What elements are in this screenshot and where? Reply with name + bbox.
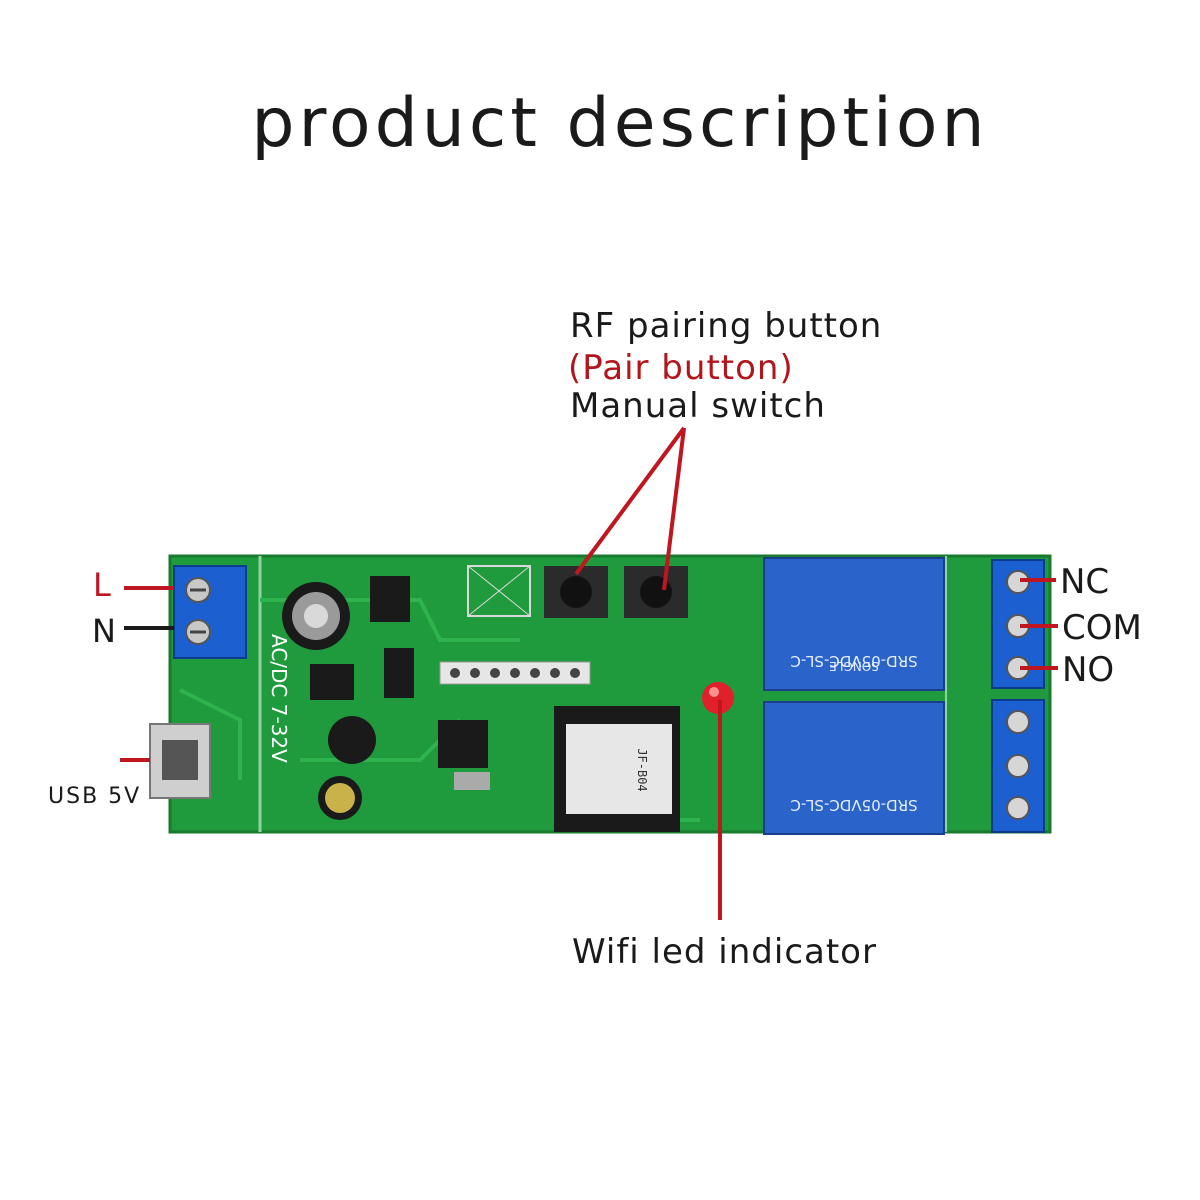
inductor (328, 716, 376, 764)
regulator-tab (454, 772, 490, 790)
pointer-lines (120, 426, 1058, 920)
rf-module (467, 565, 531, 617)
header-pins (439, 661, 591, 685)
power-terminal-block (173, 565, 247, 659)
pair-button-label: (Pair button) (568, 348, 794, 388)
wifi-led (702, 682, 734, 714)
relay-1-brand: SONGLE (829, 659, 879, 673)
manual-switch-button (624, 566, 688, 618)
diode (384, 648, 414, 698)
no-label: NO (1062, 650, 1115, 690)
module-label: JF-B04 (635, 748, 649, 791)
silkscreen-voltage: AC/DC 7-32V (267, 634, 291, 763)
nc-label: NC (1060, 562, 1110, 602)
l-label: L (93, 566, 111, 604)
wifi-module: JF-B04 (554, 706, 680, 832)
regulator (438, 720, 488, 768)
ic-chip (370, 576, 410, 622)
n-label: N (92, 612, 116, 650)
output-terminal-2 (991, 699, 1045, 833)
com-label: COM (1062, 608, 1142, 648)
wifi-led-label: Wifi led indicator (572, 932, 877, 972)
page-title: product description (251, 84, 989, 163)
relay-1-label: SRD-05VDC-SL-C (790, 652, 917, 670)
relay-2-label: SRD-05VDC-SL-C (790, 796, 917, 814)
pair-button (544, 566, 608, 618)
small-capacitor (318, 776, 362, 820)
transistor (310, 664, 354, 700)
relay-1: SRD-05VDC-SL-C SONGLE (763, 557, 945, 691)
usb-port (149, 723, 211, 799)
electrolytic-capacitor (282, 582, 350, 650)
usb-label: USB 5V (48, 784, 142, 809)
relay-2: SRD-05VDC-SL-C (763, 701, 945, 835)
rf-pairing-label: RF pairing button (570, 306, 883, 346)
manual-switch-label: Manual switch (570, 386, 826, 426)
